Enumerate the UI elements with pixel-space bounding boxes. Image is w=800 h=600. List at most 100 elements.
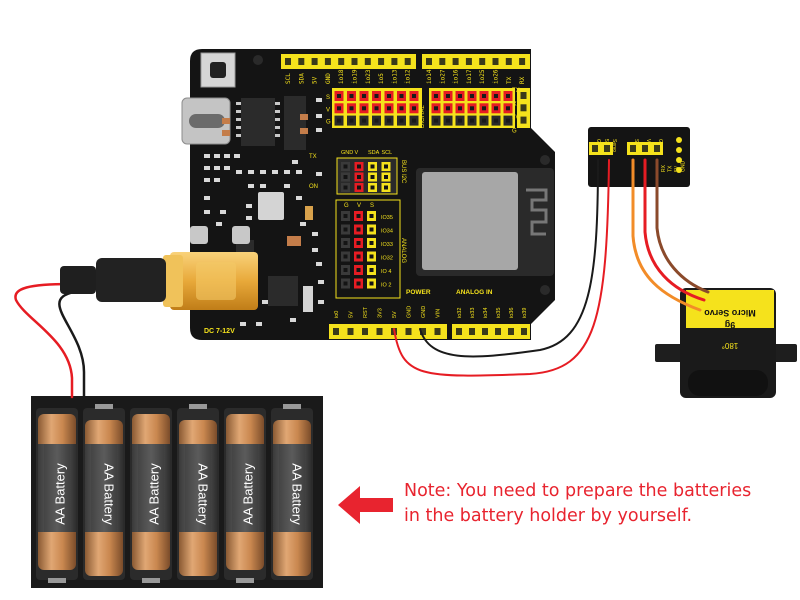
power-pin-label: VIN	[436, 309, 442, 318]
power-pin-label: 5V	[349, 311, 355, 318]
aa-battery: AA Battery	[271, 404, 313, 580]
battery-note: Note: You need to prepare the batteries …	[404, 479, 794, 529]
adapter-pin-label: G	[657, 139, 663, 143]
adapter-side-label: RX	[661, 164, 667, 172]
analog-header-label: S	[370, 203, 374, 209]
top-pin-label: 5V	[312, 76, 319, 84]
analog-pin-label: IO32	[381, 256, 393, 262]
aa-battery: AA Battery	[130, 408, 172, 583]
power-pin-label: 5V	[392, 311, 398, 318]
note-line-2: in the battery holder by yourself.	[404, 506, 693, 526]
battery-label: AA Battery	[52, 463, 67, 525]
power-pin-label: GND	[407, 306, 413, 318]
analog-header-label: G	[344, 203, 349, 209]
adapter-pin-label: V	[645, 139, 651, 143]
i2c-pin-label: GND	[341, 150, 353, 156]
aa-battery: AA Battery	[36, 408, 78, 583]
on-label: ON	[309, 184, 318, 190]
servo-power-wire	[643, 158, 706, 302]
top-pin-label: RX	[519, 76, 526, 84]
top-pin-label: io25	[479, 69, 486, 84]
top-pin-label: io19	[352, 69, 359, 84]
top-pin-label: TX	[506, 76, 513, 84]
servo-angle-label: 180°	[722, 341, 739, 350]
adapter-pin-label: S	[633, 139, 639, 143]
side-right-label: RX	[512, 102, 520, 108]
top-pin-label: io5	[378, 73, 385, 84]
analog-in-pin-label: io32	[457, 308, 463, 318]
analog-in-label: ANALOG IN	[456, 289, 493, 296]
adapter-side-label: GND	[681, 161, 687, 173]
tx-label: TX	[309, 154, 317, 160]
battery-red-wire	[14, 282, 74, 399]
battery-holder: AA Battery AA Battery AA Battery AA Battery…	[31, 396, 323, 588]
battery-label: AA Battery	[196, 463, 211, 525]
esp32-module	[416, 168, 554, 276]
top-pin-label: io26	[493, 69, 500, 84]
power-label: POWER	[406, 289, 431, 296]
analog-in-pin-label: io35	[496, 308, 502, 318]
bus-i2c-label: BUS I2C	[400, 160, 406, 184]
power-pin-label: GND	[421, 306, 427, 318]
side-right-label: G	[512, 129, 517, 135]
top-pin-label: SCL	[285, 73, 292, 84]
gnd-black-wire	[419, 159, 599, 358]
arrow-left-icon	[338, 486, 393, 524]
battery-label: AA Battery	[240, 463, 255, 525]
servo-label-line1: Micro Servo	[704, 308, 756, 318]
regulator-chip	[258, 192, 284, 220]
analog-header-label: V	[357, 203, 361, 209]
vin-red-wire	[393, 159, 610, 377]
i2c-pin-label: V	[355, 150, 359, 156]
power-jack-label: DC 7-12V	[204, 328, 235, 335]
adapter-pin-label: G	[595, 139, 601, 143]
adapter-side-label: TX	[668, 165, 674, 172]
top-pin-label: io27	[439, 69, 446, 84]
servo-signal-wire	[631, 158, 702, 312]
top-pin-label: io16	[453, 69, 460, 84]
analog-pin-label: IO34	[381, 229, 393, 235]
dc-power-jack	[163, 252, 258, 310]
i2c-pin-label: SCL	[382, 150, 393, 156]
analog-pin-label: IO 2	[381, 283, 391, 289]
side-right-label: 5V	[512, 115, 519, 121]
battery-label: AA Battery	[290, 463, 305, 525]
battery-label: AA Battery	[102, 463, 117, 525]
side-right-label: TX	[512, 88, 520, 94]
aa-battery: AA Battery	[177, 404, 219, 580]
top-pin-label: io17	[466, 69, 473, 84]
side-left-label: S	[326, 95, 330, 101]
i2c-pin-label: SDA	[368, 150, 380, 156]
analog-in-pin-label: io34	[483, 308, 489, 318]
dc-plug	[60, 258, 166, 302]
analog-block-frame	[335, 199, 401, 299]
top-pin-label: io13	[391, 69, 398, 84]
bottom-header-power	[329, 324, 447, 339]
top-pin-label: GND	[325, 73, 332, 84]
servo-label-line2: 9g	[725, 320, 736, 330]
micro-servo: Micro Servo 9g 180°	[655, 288, 797, 398]
analog-in-pin-label: io33	[470, 308, 476, 318]
top-pin-label: io12	[405, 69, 412, 84]
top-pin-label: io23	[365, 69, 372, 84]
aa-battery: AA Battery	[224, 408, 266, 583]
digital-label: DIGITAL	[420, 104, 426, 128]
top-pin-label: SDA	[298, 73, 305, 84]
aa-battery: AA Battery	[83, 404, 125, 580]
adapter-pin-label: 5V	[603, 139, 609, 146]
adapter-pin-label: Servo	[611, 139, 617, 152]
note-line-1: Note: You need to prepare the batteries	[404, 481, 752, 501]
side-left-label: G	[326, 120, 331, 126]
analog-pin-label: IO 4	[381, 269, 391, 275]
top-header-right	[422, 54, 530, 69]
battery-label: AA Battery	[146, 463, 161, 525]
side-left-label: V	[326, 107, 330, 113]
power-pin-label: RST	[363, 306, 369, 318]
power-pin-label: 3V3	[378, 308, 384, 318]
analog-in-pin-label: io36	[509, 308, 515, 318]
power-pin-label: io0	[334, 311, 340, 318]
top-pin-label: io18	[338, 69, 345, 84]
